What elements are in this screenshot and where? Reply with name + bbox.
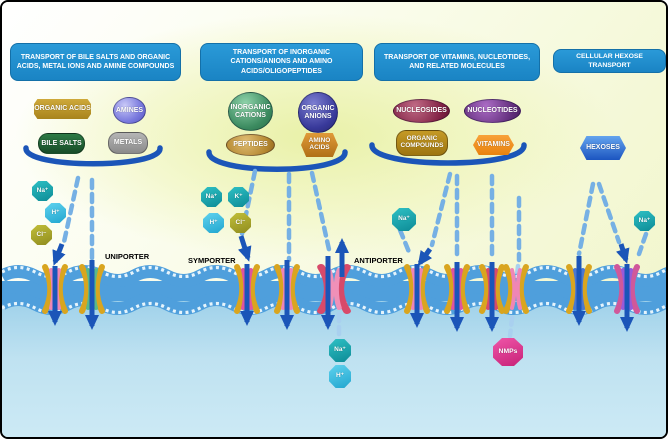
substrate-peptides: PEPTIDES	[226, 134, 275, 156]
bracket-panel1	[23, 145, 163, 167]
substrate-organic-anions: ORGANIC ANIONS	[298, 92, 338, 133]
group-brackets	[23, 142, 527, 172]
bracket-panel3	[369, 142, 527, 166]
substrate-bile-salts: BILE SALTS	[38, 133, 85, 154]
ion-hydrogen: H⁺	[203, 213, 224, 233]
substrate-nucleotides: NUCLEOTIDES	[464, 99, 521, 123]
substrate-amines: AMINES	[113, 97, 146, 124]
ion-chloride: Cl⁻	[31, 225, 52, 245]
panel4-title: CELLULAR HEXOSE TRANSPORT	[553, 49, 666, 73]
substrate-amino-acids: AMINO ACIDS	[301, 133, 338, 157]
nmps-molecule: NMPs	[493, 338, 523, 366]
ion-sodium: Na⁺	[32, 181, 53, 201]
ion-hydrogen: H⁺	[329, 365, 351, 388]
uniporter-label: UNIPORTER	[105, 252, 150, 261]
solid-arrows	[48, 235, 634, 332]
substrate-organic-compounds: ORGANIC COMPOUNDS	[396, 130, 448, 156]
panel3-title: TRANSPORT OF VITAMINS, NUCLEOTIDES, AND …	[374, 43, 540, 81]
substrate-nucleosides: NUCLEOSIDES	[393, 99, 450, 123]
ion-potassium: K⁺	[228, 187, 249, 207]
dashed-arrows	[61, 168, 649, 263]
antiporter-label: ANTIPORTER	[354, 256, 403, 265]
ion-chloride: Cl⁻	[230, 213, 251, 233]
symporter-label: SYMPORTER	[188, 256, 236, 265]
ion-sodium: Na⁺	[392, 208, 416, 231]
substrate-metals: METALS	[108, 132, 148, 154]
ion-sodium: Na⁺	[201, 187, 222, 207]
ion-hydrogen: H⁺	[45, 203, 66, 223]
substrate-vitamins: VITAMINS	[473, 135, 514, 155]
panel1-title: TRANSPORT OF BILE SALTS AND ORGANIC ACID…	[10, 43, 181, 81]
bracket-panel2	[206, 149, 348, 172]
substrate-hexoses: HEXOSES	[580, 136, 626, 160]
substrate-inorganic-cations: INORGANIC CATIONS	[228, 92, 273, 131]
ion-sodium: Na⁺	[634, 211, 655, 231]
panel2-title: TRANSPORT OF INORGANIC CATIONS/ANIONS AN…	[200, 43, 363, 81]
ion-sodium: Na⁺	[329, 339, 351, 362]
substrate-organic-acids: ORGANIC ACIDS	[34, 99, 91, 119]
